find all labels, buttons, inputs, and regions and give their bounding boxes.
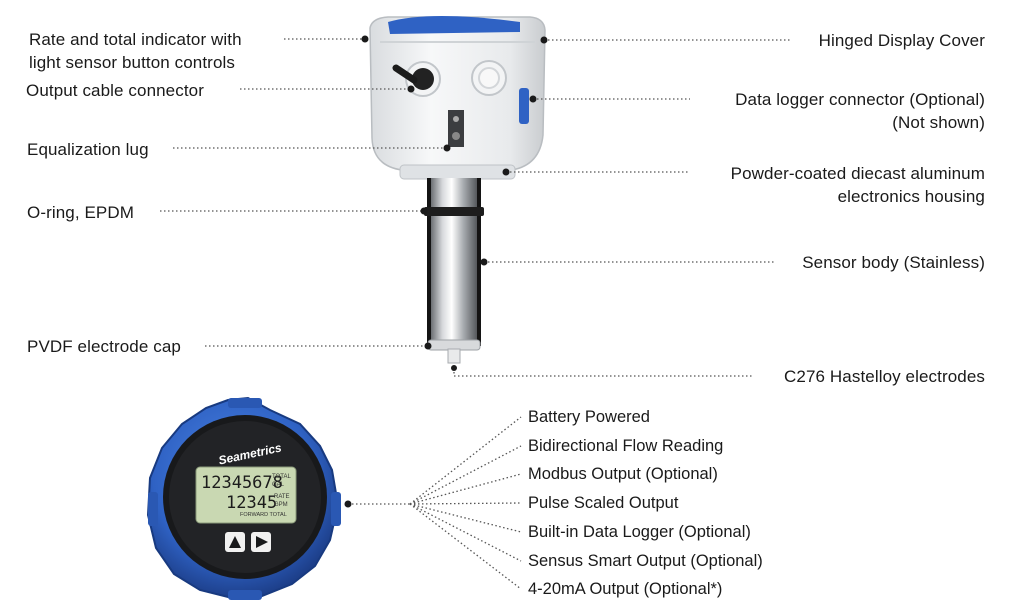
callout-line: Sensor body (Stainless) [802, 253, 985, 272]
feature-item: 4-20mA Output (Optional*) [528, 580, 723, 598]
callout-line: Output cable connector [26, 81, 204, 100]
callout-o-ring: O-ring, EPDM [27, 201, 134, 224]
callout-line: C276 Hastelloy electrodes [784, 367, 985, 386]
callout-rate-total-indicator: Rate and total indicator with light sens… [29, 28, 242, 74]
callout-line: Data logger connector (Optional) [735, 90, 985, 109]
callout-line: Powder-coated diecast aluminum [730, 164, 985, 183]
callout-hinged-display-cover: Hinged Display Cover [819, 29, 985, 52]
callout-output-cable-connector: Output cable connector [26, 79, 204, 102]
display-total-units-2: GAL [272, 482, 285, 488]
feature-item: Pulse Scaled Output [528, 494, 679, 512]
callout-line: Rate and total indicator with [29, 30, 242, 49]
leader-lines [160, 38, 790, 590]
callout-pvdf-electrode-cap: PVDF electrode cap [27, 335, 181, 358]
feature-item: Sensus Smart Output (Optional) [528, 552, 763, 570]
display-total-value: 12345678 [201, 473, 283, 493]
callout-line: Hinged Display Cover [818, 31, 985, 50]
sensor-stem [424, 178, 484, 364]
display-total-units-1: TOTAL [272, 474, 291, 480]
feature-item: Battery Powered [528, 408, 650, 426]
display-rate-units-2: GPM [274, 502, 288, 508]
callout-electronics-housing: Powder-coated diecast aluminum electroni… [731, 162, 985, 208]
display-rate-units-1: RATE [274, 494, 290, 500]
callout-line: Equalization lug [27, 140, 149, 159]
callout-electrodes: C276 Hastelloy electrodes [784, 365, 985, 388]
display-footer: FORWARD TOTAL [240, 512, 287, 518]
display-unit [146, 396, 341, 600]
callout-line: PVDF electrode cap [27, 337, 181, 356]
feature-item: Built-in Data Logger (Optional) [528, 523, 751, 541]
callout-equalization-lug: Equalization lug [27, 138, 149, 161]
callout-line: (Not shown) [892, 113, 985, 132]
leader-dots [344, 35, 548, 508]
callout-line: electronics housing [837, 187, 985, 206]
feature-item: Modbus Output (Optional) [528, 465, 718, 483]
callout-line: O-ring, EPDM [27, 203, 134, 222]
callout-data-logger-connector: Data logger connector (Optional) (Not sh… [735, 88, 985, 134]
feature-item: Bidirectional Flow Reading [528, 437, 724, 455]
display-rate-value: 12345 [226, 493, 278, 513]
callout-line: light sensor button controls [29, 53, 235, 72]
flow-meter-housing [369, 16, 546, 180]
callout-sensor-body: Sensor body (Stainless) [802, 251, 985, 274]
